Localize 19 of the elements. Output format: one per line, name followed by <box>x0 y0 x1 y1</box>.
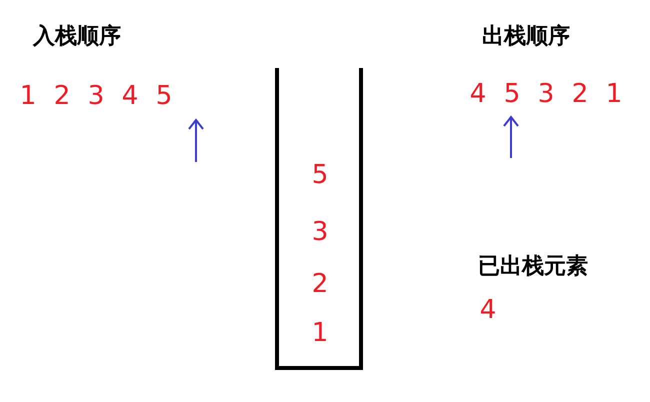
sequence-number: 3 <box>538 81 554 107</box>
heading-label: 入栈顺序 <box>33 26 121 48</box>
sequence-number: 5 <box>156 83 172 109</box>
sequence-number: 2 <box>54 83 70 109</box>
sequence-number: 1 <box>606 81 622 107</box>
sequence-number: 2 <box>572 81 588 107</box>
sequence-number: 1 <box>20 83 36 109</box>
stack-container <box>275 68 363 370</box>
stack-element: 3 <box>312 219 328 245</box>
sequence-number: 4 <box>122 83 138 109</box>
heading-label: 已出栈元素 <box>478 256 588 278</box>
stack-element: 5 <box>312 162 328 188</box>
sequence-number: 4 <box>480 297 496 323</box>
stack-element: 2 <box>312 271 328 297</box>
sequence-number: 3 <box>88 83 104 109</box>
sequence-number: 4 <box>470 81 486 107</box>
sequence-number: 5 <box>504 81 520 107</box>
stack-element: 1 <box>312 320 328 346</box>
heading-label: 出栈顺序 <box>482 26 570 48</box>
